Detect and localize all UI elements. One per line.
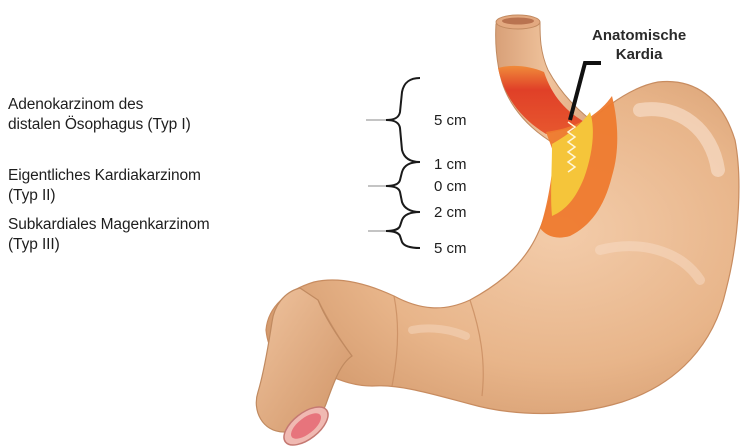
measurement-brackets: [386, 78, 420, 248]
label-typ-3: Subkardiales Magenkarzinom (Typ III): [8, 215, 210, 255]
label-typ-2-line-2: (Typ II): [8, 186, 201, 206]
measure-lower-2cm: 2 cm: [434, 204, 467, 222]
label-typ-1-line-2: distalen Ösophagus (Typ I): [8, 115, 191, 135]
measure-upper-5cm: 5 cm: [434, 112, 467, 130]
measure-lower-5cm: 5 cm: [434, 240, 467, 258]
label-typ-3-line-2: (Typ III): [8, 235, 210, 255]
label-typ-1: Adenokarzinom des distalen Ösophagus (Ty…: [8, 95, 191, 135]
cardia-label: Anatomische Kardia: [592, 26, 686, 64]
bracket-tips: [366, 120, 386, 231]
label-typ-3-line-1: Subkardiales Magenkarzinom: [8, 215, 210, 235]
measure-upper-1cm: 1 cm: [434, 156, 467, 174]
label-typ-2: Eigentliches Kardiakarzinom (Typ II): [8, 166, 201, 206]
cardia-label-line-1: Anatomische: [592, 26, 686, 45]
label-typ-1-line-1: Adenokarzinom des: [8, 95, 191, 115]
measure-zero-cm: 0 cm: [434, 178, 467, 196]
cardia-label-line-2: Kardia: [592, 45, 686, 64]
label-typ-2-line-1: Eigentliches Kardiakarzinom: [8, 166, 201, 186]
